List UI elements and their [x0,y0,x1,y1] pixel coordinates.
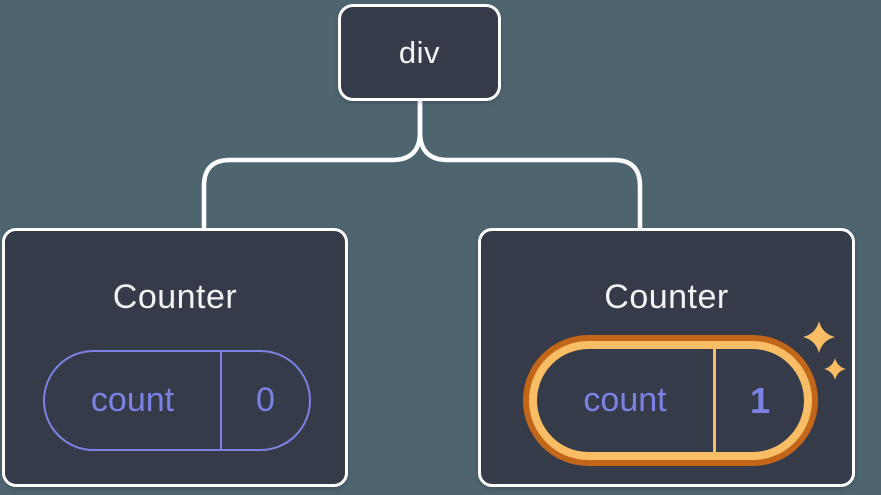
connector-root-to-right-counter [417,100,643,229]
state-value: 1 [713,349,804,452]
root-node-label: div [398,34,441,70]
state-pill-right-highlight-ring: count 1 [523,335,818,466]
sparkle-icon-small [824,358,846,380]
counter-right-title: Counter [604,278,729,316]
tree-node-counter-right: Counter count 1 [478,228,855,487]
connector-root-to-left-counter [201,100,423,229]
state-key-label: count [90,381,175,419]
tree-node-div: div [338,4,501,101]
state-key-label: count [583,381,667,419]
state-pill-right: count 1 [537,349,804,452]
counter-left-title: Counter [112,278,238,316]
state-value: 0 [220,352,309,449]
sparkle-icon-large [803,321,835,353]
tree-node-counter-left: Counter count 0 [2,228,348,487]
state-pill-left: count 0 [43,350,311,451]
sparkles-group [803,321,846,380]
